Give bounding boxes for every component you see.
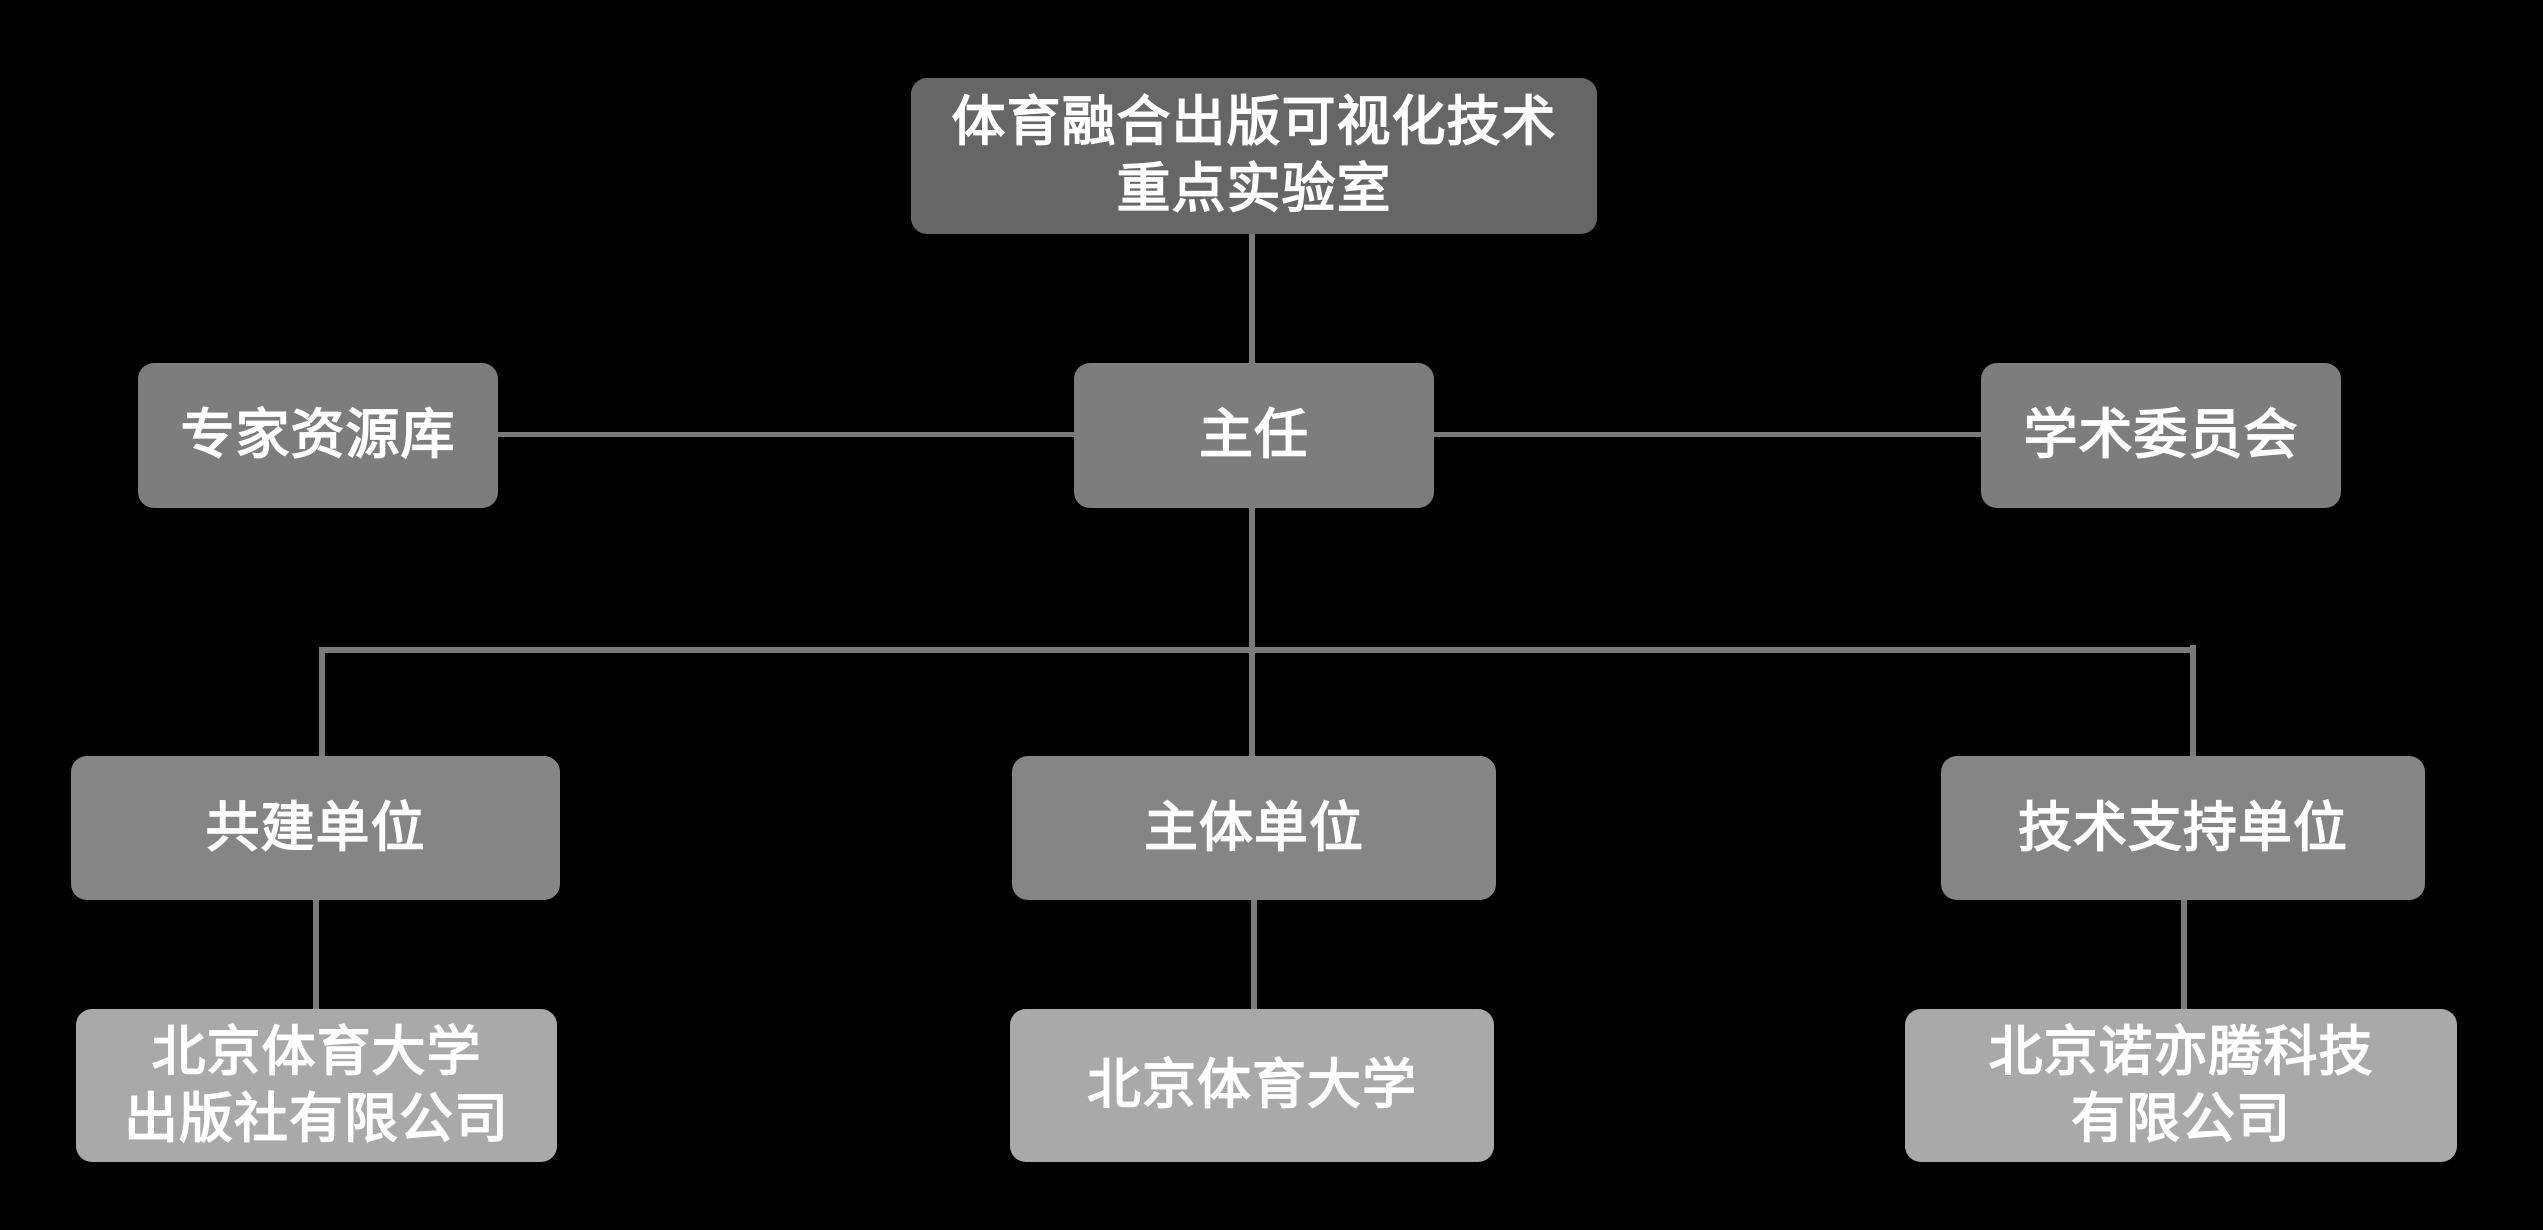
node-lab-root-label: 体育融合出版可视化技术 重点实验室 [951,92,1557,219]
node-lab-root: 体育融合出版可视化技术 重点实验室 [911,78,1597,234]
node-director-label: 主任 [1199,405,1309,466]
node-cobuild-unit-label: 共建单位 [205,797,426,858]
connector-bus [319,647,2196,653]
connector-director-mainunit [1249,506,1255,758]
connector-techsupport-noitom [2181,898,2187,1011]
node-tech-support-unit: 技术支持单位 [1941,756,2425,900]
node-academic-committee-label: 学术委员会 [2023,405,2299,466]
connector-root-director [1249,233,1255,365]
node-director: 主任 [1074,363,1434,508]
node-noitom-company: 北京诺亦腾科技 有限公司 [1905,1009,2457,1162]
node-press-company: 北京体育大学 出版社有限公司 [76,1009,557,1162]
connector-bus-techsupport [2190,645,2196,758]
node-noitom-company-label: 北京诺亦腾科技 有限公司 [1988,1021,2374,1149]
connector-mainunit-university [1251,898,1257,1011]
connector-expert-director [498,432,1076,437]
node-expert-resource: 专家资源库 [138,363,498,508]
connector-director-academic [1432,432,1981,437]
connector-bus-cobuild [319,647,325,758]
connector-cobuild-press [313,898,319,1011]
node-cobuild-unit: 共建单位 [71,756,560,900]
node-academic-committee: 学术委员会 [1981,363,2341,508]
node-press-company-label: 北京体育大学 出版社有限公司 [124,1021,509,1149]
node-main-unit: 主体单位 [1012,756,1496,900]
node-university: 北京体育大学 [1010,1009,1494,1162]
node-university-label: 北京体育大学 [1087,1055,1417,1116]
node-expert-resource-label: 专家资源库 [180,405,456,466]
node-tech-support-unit-label: 技术支持单位 [2018,797,2348,858]
node-main-unit-label: 主体单位 [1144,797,1364,858]
